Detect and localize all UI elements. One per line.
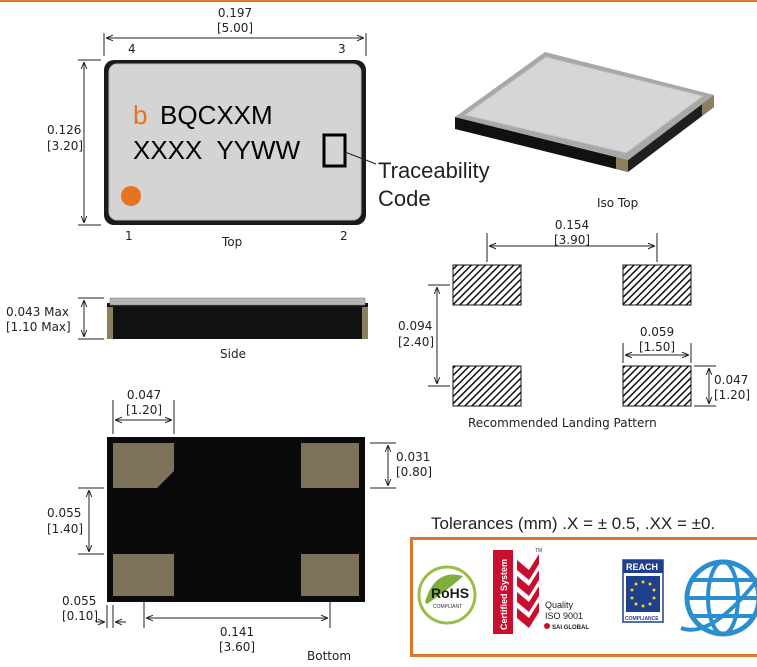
header-rule <box>0 0 757 2</box>
iso-pad-front <box>616 157 628 172</box>
marking-line-2: XXXX YYWW <box>133 135 301 165</box>
iso-tm-label: TM <box>535 548 542 554</box>
side-view-label: Side <box>220 347 246 361</box>
land-padw-mm: [1.50] <box>639 340 675 354</box>
callout-leader <box>344 151 377 165</box>
eu-stars-icon: REACH COMPLIANCE <box>622 559 664 623</box>
rohs-sub-label: COMPLIANT <box>433 604 462 610</box>
bot-pitchv-mm: [1.40] <box>47 522 83 536</box>
iso-sai-label: SAI GLOBAL <box>552 625 589 631</box>
rohs-leaf-icon: RoHS COMPLIANT <box>417 565 477 625</box>
bottom-view-label: Bottom <box>307 649 351 663</box>
land-padh-mm: [1.20] <box>714 388 750 402</box>
bot-padw-mm: [1.20] <box>126 403 162 417</box>
iso-top-lid <box>463 56 705 154</box>
height-dim-inch: 0.126 <box>47 123 81 137</box>
certification-logos: RoHS COMPLIANT Certified System TM Quali… <box>417 548 757 637</box>
landing-label: Recommended Landing Pattern <box>468 416 657 430</box>
width-dim-mm: [5.00] <box>217 21 253 35</box>
bottom-pad-2 <box>301 443 359 488</box>
bot-pitchh-mm: [3.60] <box>219 640 255 654</box>
iso-front-face <box>455 117 628 172</box>
bottom-pad-4 <box>301 554 359 596</box>
landing-pattern: 0.154 [3.90] 0.094 [2.40] 0.059 [1.50] 0… <box>398 218 750 430</box>
bottom-pad-3 <box>113 554 174 596</box>
bot-padh-inch: 0.031 <box>396 450 430 464</box>
iso-pad-side <box>702 95 714 116</box>
bot-pitchh-inch: 0.141 <box>220 625 254 639</box>
land-pitch-h-mm: [3.90] <box>554 233 590 247</box>
pin-4-label: 4 <box>128 42 136 56</box>
bottom-view: 0.047 [1.20] 0.031 [0.80] 0.055 [1.40] 0… <box>47 388 432 663</box>
brand-logo: b <box>133 100 147 130</box>
bot-edge-inch: 0.055 <box>62 594 96 608</box>
land-pad-br <box>622 365 692 407</box>
iso-view-label: Iso Top <box>597 196 638 210</box>
reach-label: REACH <box>626 562 658 572</box>
side-dim-inch: 0.043 Max <box>6 305 69 319</box>
iso-vertical-label: Certified System <box>499 559 509 630</box>
bot-pitchv-inch: 0.055 <box>47 506 81 520</box>
traceability-box <box>322 133 347 168</box>
pin-1-label: 1 <box>125 229 133 243</box>
iso-quality-label: Quality <box>545 600 574 610</box>
side-view: 0.043 Max [1.10 Max] Side <box>6 297 368 361</box>
iso-9001-label: ISO 9001 <box>545 611 583 621</box>
land-pad-bl <box>452 365 522 407</box>
iso-view: Iso Top <box>455 52 714 210</box>
top-view-label: Top <box>221 235 242 249</box>
tolerances-note: Tolerances (mm) .X = ± 0.5, .XX = ±0. <box>431 514 716 533</box>
land-padw-inch: 0.059 <box>640 325 674 339</box>
side-body <box>107 303 368 339</box>
bottom-pad-1 <box>113 443 174 488</box>
globe-icon <box>680 559 757 637</box>
land-pitch-v-mm: [2.40] <box>398 335 434 349</box>
callout-line-1: Traceability <box>378 158 490 183</box>
land-padh-inch: 0.047 <box>714 373 748 387</box>
reach-sub-label: COMPLIANCE <box>625 616 659 622</box>
bot-padh-mm: [0.80] <box>396 465 432 479</box>
rohs-label: RoHS <box>431 585 469 601</box>
certification-panel: RoHS COMPLIANT Certified System TM Quali… <box>410 537 757 657</box>
pin-3-label: 3 <box>338 42 346 56</box>
land-pitch-v-inch: 0.094 <box>398 319 432 333</box>
land-pitch-h-inch: 0.154 <box>555 218 589 232</box>
land-pad-tr <box>622 264 692 306</box>
side-dim-mm: [1.10 Max] <box>6 320 71 334</box>
marking-line-1: BQCXXM <box>160 100 273 130</box>
top-view-lid <box>108 63 362 221</box>
bot-edge-mm: [0.10] <box>62 609 98 623</box>
land-pad-tl <box>452 264 522 306</box>
sai-ticks-icon: Certified System TM Quality ISO 9001 SAI… <box>493 548 589 634</box>
height-dim-mm: [3.20] <box>47 139 83 153</box>
side-pad-right <box>362 307 368 339</box>
iso-side-face <box>628 95 714 172</box>
top-view: b BQCXXM XXXX YYWW Traceability Code 4 3… <box>47 6 490 249</box>
bot-padw-inch: 0.047 <box>127 388 161 402</box>
callout-line-2: Code <box>378 186 431 211</box>
side-pad-left <box>107 307 113 339</box>
side-lid <box>109 297 366 306</box>
pin-2-label: 2 <box>340 229 348 243</box>
pin1-marker-dot <box>121 186 141 206</box>
width-dim-inch: 0.197 <box>218 6 252 20</box>
